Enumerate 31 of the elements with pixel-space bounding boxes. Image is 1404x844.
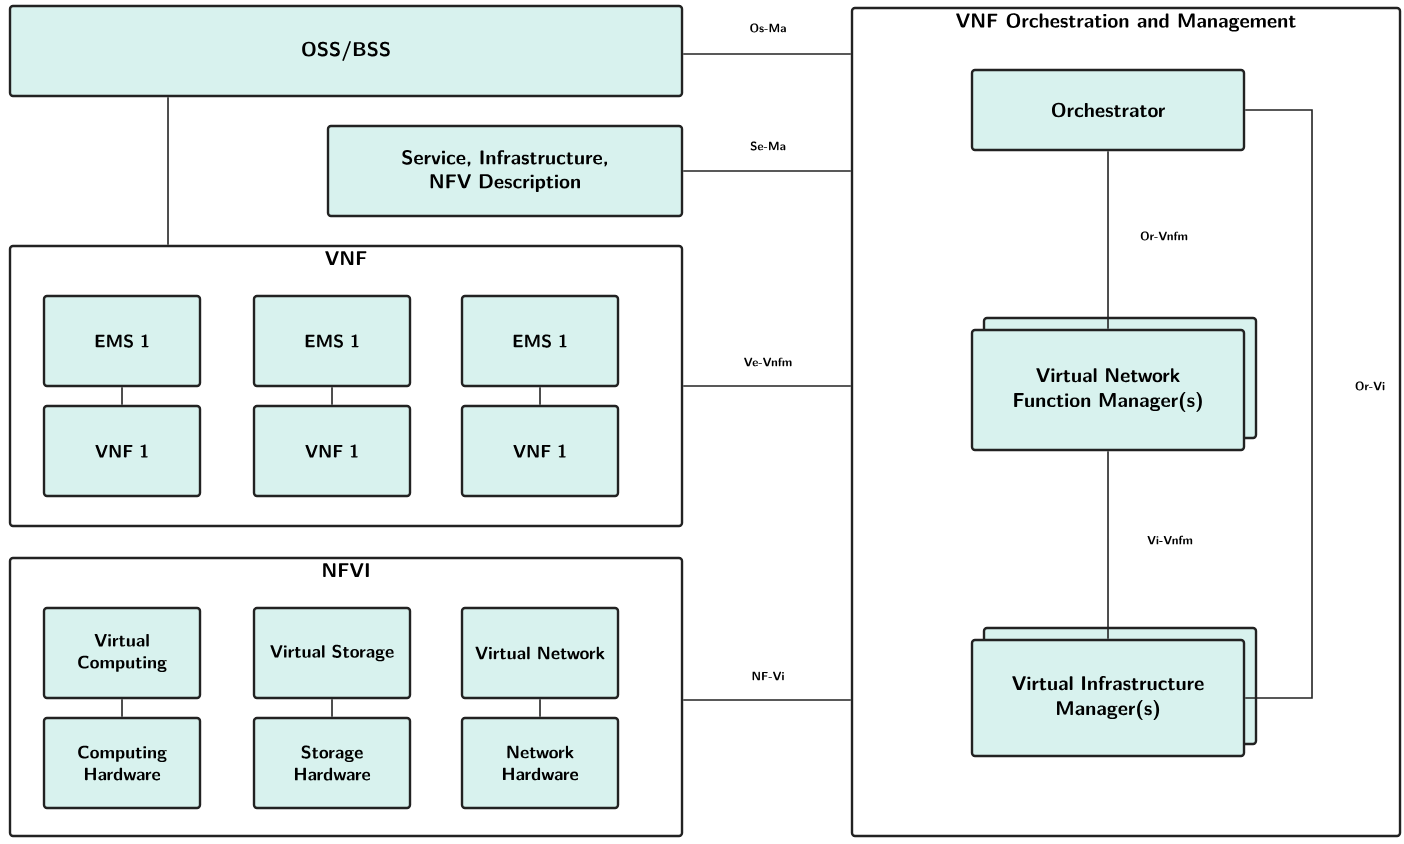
stacked-box: Virtual Network Function Manager(s)	[970, 316, 1258, 452]
process-box: Orchestrator	[970, 68, 1246, 152]
process-box: VNF 1	[460, 404, 620, 498]
connector-line	[682, 699, 852, 701]
connector-line	[1107, 450, 1109, 640]
process-box: Virtual Computing	[42, 606, 202, 700]
process-box: Computing Hardware	[42, 716, 202, 810]
process-box: EMS 1	[42, 294, 202, 388]
connector-line	[682, 385, 852, 387]
stacked-box: Virtual Infrastructure Manager(s)	[970, 626, 1258, 758]
process-box: EMS 1	[460, 294, 620, 388]
process-box: Network Hardware	[460, 716, 620, 810]
connector-line	[539, 386, 541, 406]
connector-line	[682, 170, 852, 172]
connector-line	[1244, 109, 1313, 699]
process-box: Storage Hardware	[252, 716, 412, 810]
process-box: Service, Infrastructure, NFV Description	[326, 124, 684, 218]
process-box: VNF 1	[42, 404, 202, 498]
connector-line	[331, 698, 333, 718]
process-box: Virtual Storage	[252, 606, 412, 700]
connector-line	[121, 386, 123, 406]
process-box: Virtual Network	[460, 606, 620, 700]
process-box: OSS/BSS	[8, 4, 684, 98]
connector-line	[121, 698, 123, 718]
connector-line	[682, 53, 852, 55]
connector-line	[331, 386, 333, 406]
connector-line	[167, 96, 169, 246]
process-box: EMS 1	[252, 294, 412, 388]
connector-line	[1107, 150, 1109, 330]
connector-line	[539, 698, 541, 718]
process-box: VNF 1	[252, 404, 412, 498]
